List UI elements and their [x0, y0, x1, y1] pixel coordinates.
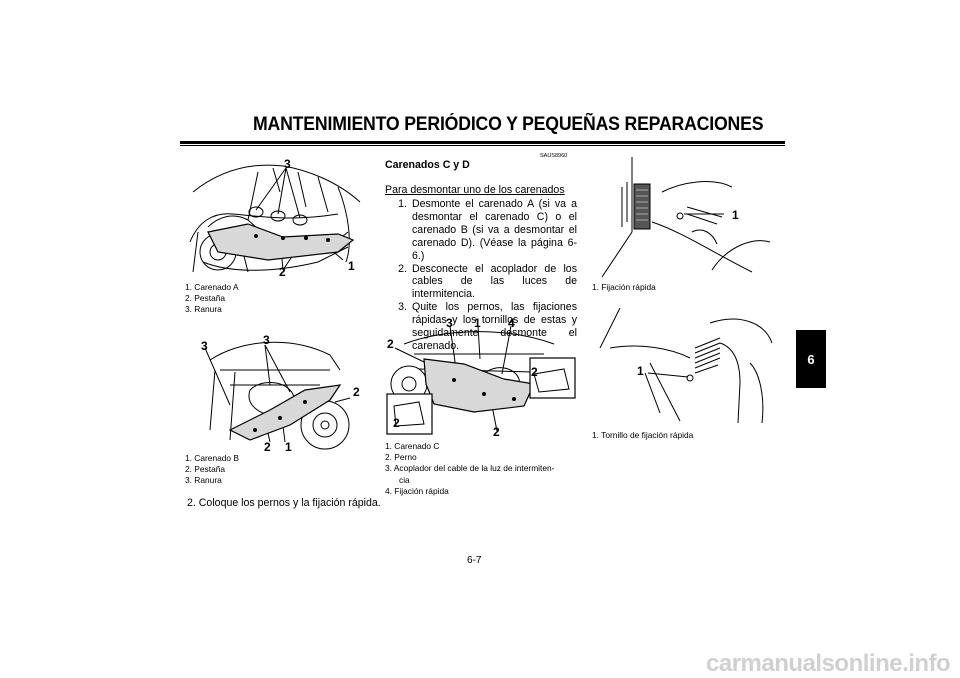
title-rule	[180, 141, 785, 144]
callout-1: 1	[285, 440, 292, 452]
callout-4: 4	[508, 316, 515, 330]
callout-1: 1	[732, 208, 739, 222]
figure-quick-fastener: 1	[601, 157, 771, 278]
callout-2a: 2	[387, 337, 394, 351]
callout-3b: 3	[263, 333, 270, 347]
step-item: 3.Quite los pernos, las fijaciones rápid…	[398, 301, 577, 352]
section-code: SAUS8960	[540, 153, 568, 159]
callout-2d: 2	[493, 425, 500, 438]
section-heading: Carenados C y D	[385, 159, 470, 171]
figure3-caption: 1. Carenado C 2. Perno 3. Acoplador del …	[385, 441, 555, 496]
callout-3a: 3	[201, 339, 208, 353]
figure5-caption: 1. Tornillo de fijación rápida	[592, 430, 694, 440]
figure-quick-screw: 1	[599, 307, 773, 424]
callout-2b: 2	[531, 365, 538, 379]
callout-1: 1	[474, 316, 481, 330]
watermark: carmanualsonline.info	[706, 650, 951, 677]
figure2-caption: 1. Carenado B 2. Pestaña 3. Ranura	[185, 453, 240, 486]
step-list: 1.Desmonte el carenado A (si va a desmon…	[385, 198, 577, 353]
callout-1: 1	[637, 364, 644, 378]
figure-fairing-b: 3 3 2 2 1	[201, 333, 360, 452]
page-title: MANTENIMIENTO PERIÓDICO Y PEQUEÑAS REPAR…	[253, 114, 764, 135]
figure-fairing-a: 3 2 1	[189, 157, 361, 278]
callout-3: 3	[446, 316, 453, 330]
step-item: 2.Desconecte el acoplador de los cables …	[398, 262, 577, 301]
page-number: 6-7	[467, 555, 482, 566]
step-item: 1.Desmonte el carenado A (si va a desmon…	[398, 198, 577, 262]
figure1-caption: 1. Carenado A 2. Pestaña 3. Ranura	[185, 282, 239, 315]
title-rule-thin	[180, 145, 785, 146]
callout-2c: 2	[393, 416, 400, 430]
callout-2a: 2	[353, 385, 360, 399]
callout-3: 3	[284, 157, 291, 171]
callout-1: 1	[348, 259, 355, 273]
callout-2: 2	[279, 265, 286, 278]
left-step-text: 2. Coloque los pernos y la fijación rápi…	[187, 497, 381, 509]
chapter-tab[interactable]: 6	[796, 330, 826, 388]
figure4-caption: 1. Fijación rápida	[592, 282, 656, 292]
figure-fairing-c: 3 1 4 2 2 2 2	[386, 316, 576, 438]
section-subheading: Para desmontar uno de los carenados	[385, 184, 565, 196]
callout-2b: 2	[264, 440, 271, 452]
